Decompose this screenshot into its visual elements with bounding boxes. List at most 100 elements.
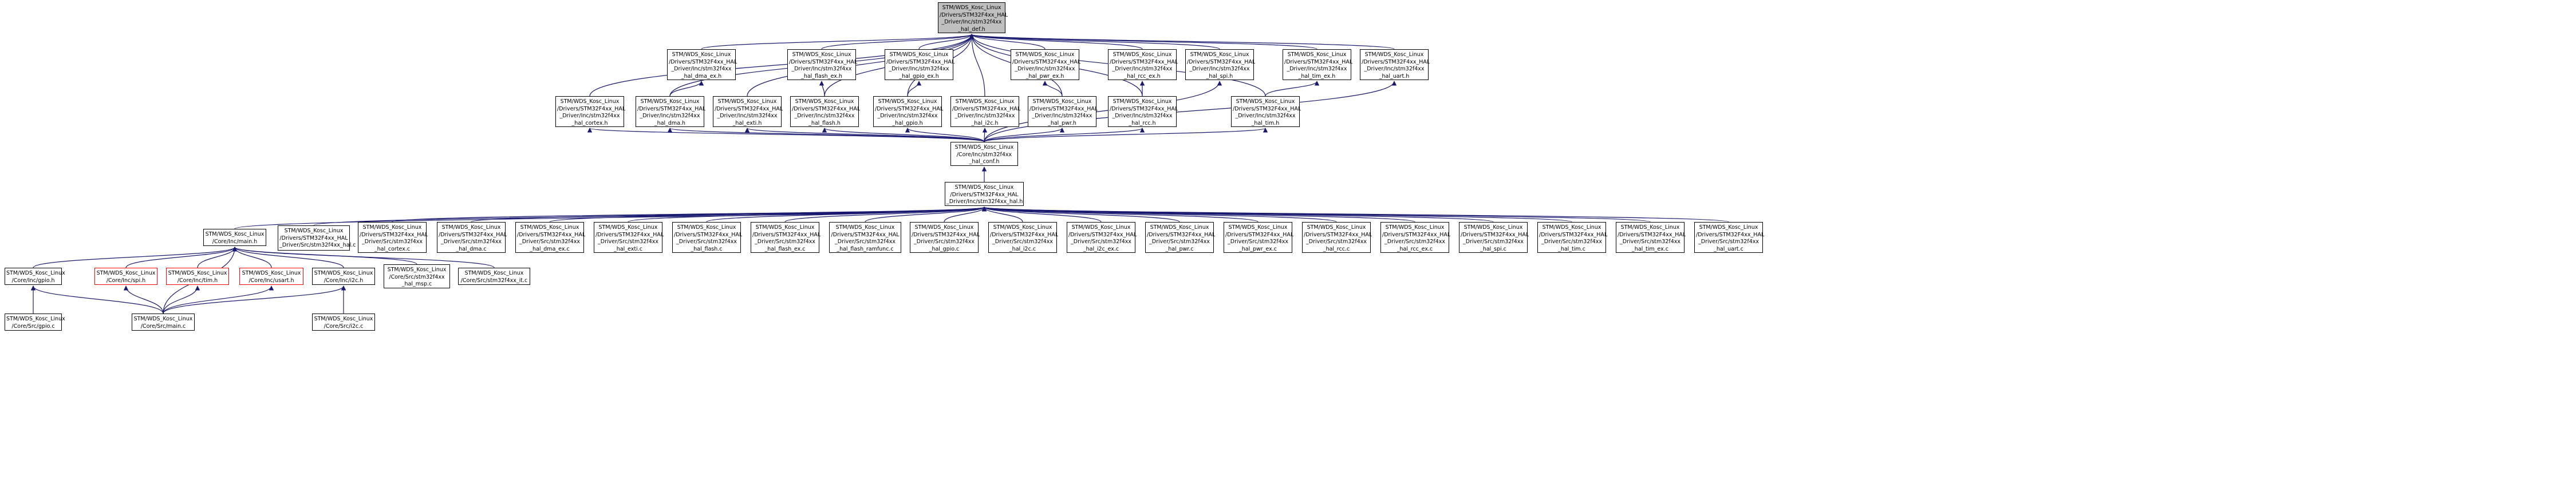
node-hal-conf-h[interactable]: STM/WDS_Kosc_Linux/Core/Inc/stm32f4xx_ha… xyxy=(950,142,1018,166)
node-label-line: /Drivers/STM32F4xx_HAL xyxy=(1029,105,1098,112)
node-label-line: _hal_cortex.c xyxy=(374,245,411,252)
node-label-line: STM/WDS_Kosc_Linux xyxy=(314,270,373,276)
node-label-line: _hal_i2c.h xyxy=(971,120,999,126)
node-hal-gpio-ex-h[interactable]: STM/WDS_Kosc_Linux/Drivers/STM32F4xx_HAL… xyxy=(885,49,954,80)
node-label-line: STM/WDS_Kosc_Linux xyxy=(464,270,524,276)
node-hal-tim-c[interactable]: STM/WDS_Kosc_Linux/Drivers/STM32F4xx_HAL… xyxy=(1537,222,1607,253)
node-hal-dma-c[interactable]: STM/WDS_Kosc_Linux/Drivers/STM32F4xx_HAL… xyxy=(437,222,507,253)
node-label-line: STM/WDS_Kosc_Linux xyxy=(640,98,700,105)
node-hal-h[interactable]: STM/WDS_Kosc_Linux/Drivers/STM32F4xx_HAL… xyxy=(945,182,1024,206)
node-label-line: _Driver/Src/stm32f4xx xyxy=(598,239,658,245)
node-hal-flash-h[interactable]: STM/WDS_Kosc_Linux/Drivers/STM32F4xx_HAL… xyxy=(790,96,861,127)
node-hal-spi-h[interactable]: STM/WDS_Kosc_Linux/Drivers/STM32F4xx_HAL… xyxy=(1185,49,1255,80)
node-hal-dma-ex-h[interactable]: STM/WDS_Kosc_Linux/Drivers/STM32F4xx_HAL… xyxy=(667,49,737,80)
node-main-h[interactable]: STM/WDS_Kosc_Linux/Core/Inc/main.h xyxy=(203,229,266,246)
node-hal-rcc-h[interactable]: STM/WDS_Kosc_Linux/Drivers/STM32F4xx_HAL… xyxy=(1108,96,1178,127)
node-hal-flash-c[interactable]: STM/WDS_Kosc_Linux/Drivers/STM32F4xx_HAL… xyxy=(672,222,742,253)
node-hal-tim-h[interactable]: STM/WDS_Kosc_Linux/Drivers/STM32F4xx_HAL… xyxy=(1231,96,1301,127)
node-hal-def-h[interactable]: STM/WDS_Kosc_Linux/Drivers/STM32F4xx_HAL… xyxy=(938,2,1008,33)
node-tim-h[interactable]: STM/WDS_Kosc_Linux/Core/Inc/tim.h xyxy=(166,268,229,285)
node-label-line: _hal_flash.h xyxy=(808,120,841,126)
node-hal-i2c-c[interactable]: STM/WDS_Kosc_Linux/Drivers/STM32F4xx_HAL… xyxy=(988,222,1058,253)
node-label-line: /Drivers/STM32F4xx_HAL xyxy=(940,11,1008,18)
node-usart-h[interactable]: STM/WDS_Kosc_Linux/Core/Inc/usart.h xyxy=(239,268,303,285)
node-label-line: /Drivers/STM32F4xx_HAL xyxy=(792,105,861,112)
node-hal-gpio-h[interactable]: STM/WDS_Kosc_Linux/Drivers/STM32F4xx_HAL… xyxy=(873,96,943,127)
node-label-line: _hal_flash.c xyxy=(691,245,723,252)
node-hal-pwr-ex-h[interactable]: STM/WDS_Kosc_Linux/Drivers/STM32F4xx_HAL… xyxy=(1011,49,1080,80)
node-hal-flash-ramfunc-c[interactable]: STM/WDS_Kosc_Linux/Drivers/STM32F4xx_HAL… xyxy=(829,222,901,253)
node-main-c[interactable]: STM/WDS_Kosc_Linux/Core/Src/main.c xyxy=(132,314,195,331)
node-label-line: _Driver/Src/stm32f4xx xyxy=(1463,239,1524,245)
node-label-line: _Driver/Src/stm32f4xx xyxy=(676,239,737,245)
edge-hal_conf_h-to-hal_uart_h xyxy=(984,81,1397,142)
node-label-line: _Driver/Src/stm32f4xx xyxy=(441,239,502,245)
node-label-line: _hal_pwr.c xyxy=(1165,245,1194,252)
node-label-line: /Drivers/STM32F4xx_HAL xyxy=(595,231,664,238)
node-hal-rcc-ex-c[interactable]: STM/WDS_Kosc_Linux/Drivers/STM32F4xx_HAL… xyxy=(1380,222,1450,253)
node-label-line: /Core/Inc/gpio.h xyxy=(11,277,55,284)
node-label-line: _Driver/Inc/stm32f4xx xyxy=(717,113,778,119)
node-label-line: _hal_rcc_ex.c xyxy=(1397,245,1433,252)
node-hal-flash-ex-h[interactable]: STM/WDS_Kosc_Linux/Drivers/STM32F4xx_HAL… xyxy=(787,49,857,80)
node-hal-dma-h[interactable]: STM/WDS_Kosc_Linux/Drivers/STM32F4xx_HAL… xyxy=(636,96,705,127)
edge-i2c_h-to-main_h xyxy=(232,247,344,268)
node-hal-uart-c[interactable]: STM/WDS_Kosc_Linux/Drivers/STM32F4xx_HAL… xyxy=(1694,222,1764,253)
node-hal-msp-c[interactable]: STM/WDS_Kosc_Linux/Core/Src/stm32f4xx_ha… xyxy=(384,264,450,288)
node-label-line: _hal_flash_ex.c xyxy=(764,245,806,252)
node-label-line: /Core/Inc/main.h xyxy=(212,238,258,245)
node-i2c-c[interactable]: STM/WDS_Kosc_Linux/Core/Src/i2c.c xyxy=(312,314,375,331)
node-label-line: STM/WDS_Kosc_Linux xyxy=(441,224,501,231)
node-label-line: STM/WDS_Kosc_Linux xyxy=(133,316,193,322)
node-hal-tim-ex-h[interactable]: STM/WDS_Kosc_Linux/Drivers/STM32F4xx_HAL… xyxy=(1283,49,1352,80)
node-label-line: _hal_uart.c xyxy=(1714,245,1743,252)
node-hal-pwr-c[interactable]: STM/WDS_Kosc_Linux/Drivers/STM32F4xx_HAL… xyxy=(1145,222,1216,253)
node-label-line: /Drivers/STM32F4xx_HAL xyxy=(439,231,507,238)
node-hal-pwr-h[interactable]: STM/WDS_Kosc_Linux/Drivers/STM32F4xx_HAL… xyxy=(1028,96,1098,127)
node-it-c[interactable]: STM/WDS_Kosc_Linux/Core/Src/stm32f4xx_it… xyxy=(458,268,530,285)
edge-hal_cortex_h-to-hal_def xyxy=(589,34,975,97)
edge-hal_i2c_h-to-hal_def xyxy=(969,34,985,97)
node-label-line: /Drivers/STM32F4xx_HAL xyxy=(1147,231,1216,238)
node-hal-cortex-c[interactable]: STM/WDS_Kosc_Linux/Drivers/STM32F4xx_HAL… xyxy=(358,222,428,253)
node-gpio-h[interactable]: STM/WDS_Kosc_Linux/Core/Inc/gpio.h xyxy=(5,268,65,285)
node-i2c-h[interactable]: STM/WDS_Kosc_Linux/Core/Inc/i2c.h xyxy=(312,268,375,285)
node-hal-uart-h[interactable]: STM/WDS_Kosc_Linux/Drivers/STM32F4xx_HAL… xyxy=(1360,49,1430,80)
node-label-line: _hal_pwr_ex.c xyxy=(1239,245,1277,252)
node-hal-dma-ex-c[interactable]: STM/WDS_Kosc_Linux/Drivers/STM32F4xx_HAL… xyxy=(515,222,586,253)
node-label-line: /Core/Src/stm32f4xx xyxy=(389,273,445,280)
node-label-line: STM/WDS_Kosc_Linux xyxy=(955,98,1015,105)
node-hal-i2c-h[interactable]: STM/WDS_Kosc_Linux/Drivers/STM32F4xx_HAL… xyxy=(950,96,1020,127)
node-hal-exti-h[interactable]: STM/WDS_Kosc_Linux/Drivers/STM32F4xx_HAL… xyxy=(713,96,783,127)
node-hal-flash-ex-c[interactable]: STM/WDS_Kosc_Linux/Drivers/STM32F4xx_HAL… xyxy=(751,222,820,253)
node-label-line: _Driver/Inc/stm32f4xx xyxy=(1189,66,1250,72)
node-hal-exti-c[interactable]: STM/WDS_Kosc_Linux/Drivers/STM32F4xx_HAL… xyxy=(594,222,664,253)
node-hal-rcc-ex-h[interactable]: STM/WDS_Kosc_Linux/Drivers/STM32F4xx_HAL… xyxy=(1108,49,1178,80)
node-hal-i2c-ex-c[interactable]: STM/WDS_Kosc_Linux/Drivers/STM32F4xx_HAL… xyxy=(1067,222,1137,253)
node-label-line: _Driver/Inc/stm32f4xx xyxy=(1112,113,1173,119)
node-label-line: STM/WDS_Kosc_Linux xyxy=(387,267,447,273)
node-hal-c[interactable]: STM/WDS_Kosc_Linux/Drivers/STM32F4xx_HAL… xyxy=(278,225,356,251)
node-hal-pwr-ex-c[interactable]: STM/WDS_Kosc_Linux/Drivers/STM32F4xx_HAL… xyxy=(1224,222,1293,253)
node-label-line: _hal_pwr_ex.h xyxy=(1025,73,1064,80)
edge-hal_exti_h-to-hal_def xyxy=(747,34,975,97)
node-hal-tim-ex-c[interactable]: STM/WDS_Kosc_Linux/Drivers/STM32F4xx_HAL… xyxy=(1616,222,1686,253)
edge-hal_conf_h-to-hal_spi_h xyxy=(984,81,1222,142)
node-label-line: _hal_cortex.h xyxy=(571,120,608,126)
node-hal-gpio-c[interactable]: STM/WDS_Kosc_Linux/Drivers/STM32F4xx_HAL… xyxy=(910,222,980,253)
node-label-line: STM/WDS_Kosc_Linux xyxy=(1236,98,1295,105)
node-label-line: _hal_dma_ex.c xyxy=(530,245,570,252)
node-hal-cortex-h[interactable]: STM/WDS_Kosc_Linux/Drivers/STM32F4xx_HAL… xyxy=(555,96,625,127)
node-label-line: /Drivers/STM32F4xx_HAL xyxy=(517,231,586,238)
node-label-line: _Driver/Src/stm32f4xx xyxy=(992,239,1053,245)
node-hal-rcc-c[interactable]: STM/WDS_Kosc_Linux/Drivers/STM32F4xx_HAL… xyxy=(1302,222,1372,253)
node-gpio-c[interactable]: STM/WDS_Kosc_Linux/Core/Src/gpio.c xyxy=(5,314,65,331)
node-label-line: _hal_tim.h xyxy=(1251,120,1280,126)
node-label-line: STM/WDS_Kosc_Linux xyxy=(1385,224,1445,231)
edge-hal_conf_h-to-hal_exti_h xyxy=(745,128,985,142)
node-hal-spi-c[interactable]: STM/WDS_Kosc_Linux/Drivers/STM32F4xx_HAL… xyxy=(1459,222,1529,253)
node-spi-h[interactable]: STM/WDS_Kosc_Linux/Core/Inc/spi.h xyxy=(94,268,157,285)
node-label-line: _hal_spi.h xyxy=(1206,73,1233,80)
node-label-line: _Driver/Inc/stm32f4xx xyxy=(791,66,852,72)
node-label-line: STM/WDS_Kosc_Linux xyxy=(1463,224,1523,231)
